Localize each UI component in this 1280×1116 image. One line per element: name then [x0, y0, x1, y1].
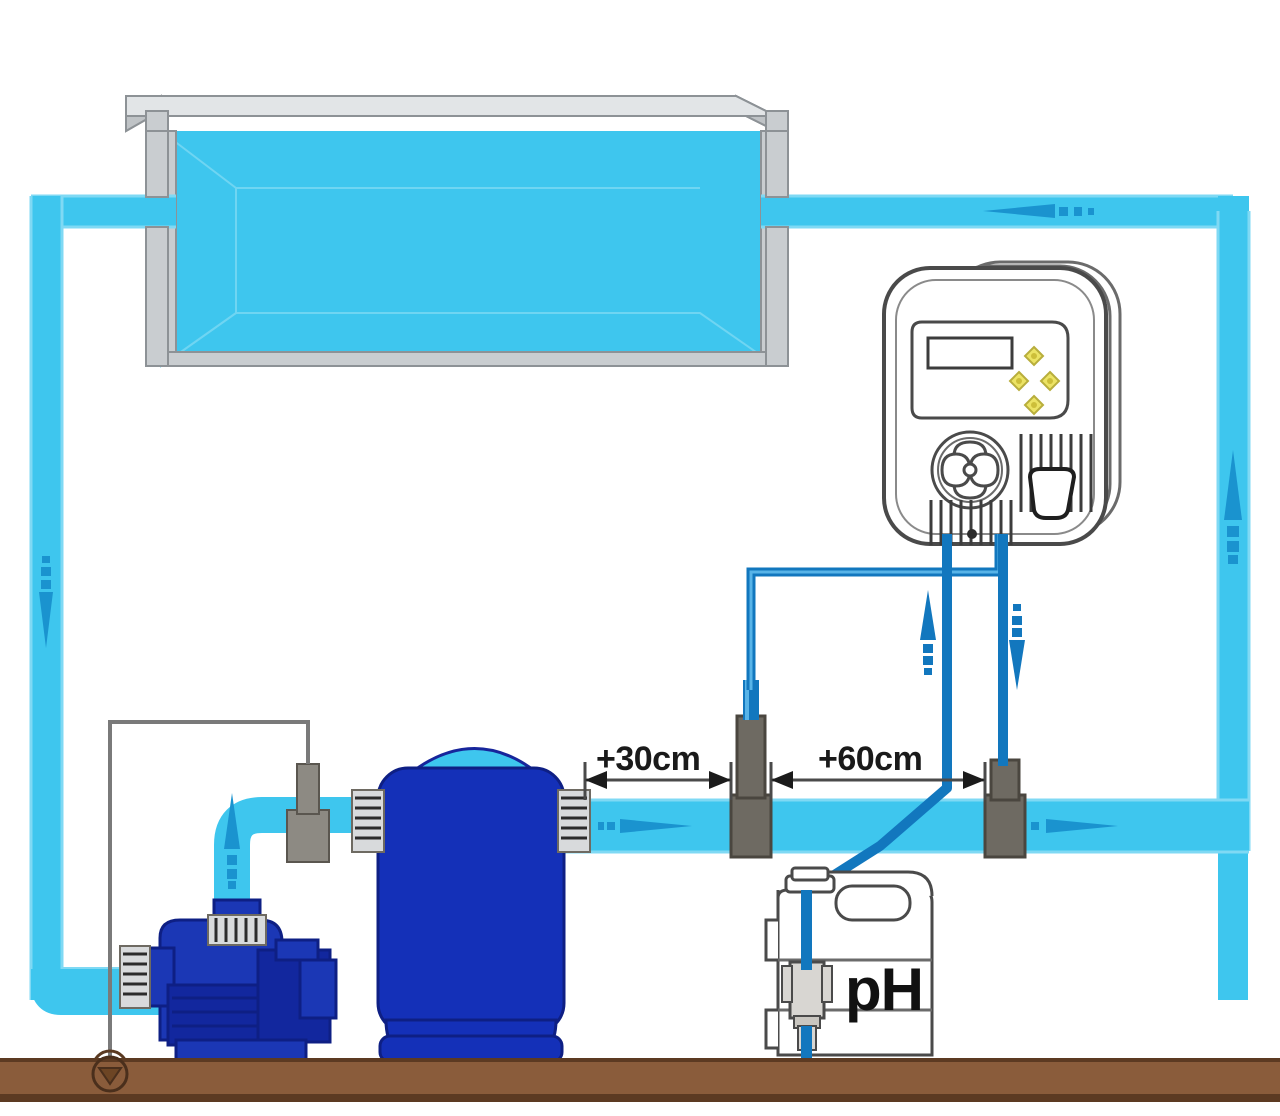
- dimension-30cm-label: +30cm: [596, 740, 701, 778]
- swimming-pool: [125, 94, 789, 368]
- hose-clamp-filter-inlet: [351, 789, 385, 853]
- ph-probe-holder: [729, 680, 773, 859]
- pool-wall-stubs: [145, 130, 789, 367]
- tubing: [746, 534, 1008, 898]
- flow-arrow-return-riser: [1224, 450, 1242, 564]
- filter-hose-clamps: [351, 789, 591, 853]
- dimension-60cm: [769, 762, 987, 800]
- pipe-right-vertical: [1216, 196, 1251, 851]
- sand-filter-tank: [376, 747, 566, 1064]
- flow-arrow-suction-riser: [224, 793, 240, 889]
- ph-canister-label: pH: [845, 956, 924, 1023]
- injection-valve: [983, 758, 1027, 859]
- flow-arrow-return-top: [983, 204, 1094, 218]
- tube-flow-arrows: [920, 590, 1025, 690]
- flow-arrow-probe-cable: [920, 590, 936, 675]
- pump-hose-clamps: [119, 914, 267, 1009]
- flow-arrows: [39, 204, 1242, 889]
- dimension-60cm-label: +60cm: [818, 740, 923, 778]
- hose-clamp-filter-outlet: [557, 789, 591, 853]
- dimension-30cm: [583, 762, 733, 800]
- flow-arrow-pressure-mid: [598, 819, 692, 833]
- peristaltic-rotor: [930, 430, 1010, 510]
- keypad-button-up[interactable]: [1023, 345, 1045, 367]
- flow-arrow-suction-left: [39, 556, 53, 648]
- keypad-buttons[interactable]: [1008, 345, 1061, 416]
- suction-lance-filter: [781, 890, 833, 1062]
- pump-tube-port: [1027, 467, 1077, 520]
- keypad-button-left[interactable]: [1008, 370, 1030, 392]
- hose-clamp-pump-outlet: [207, 914, 267, 946]
- status-led: [967, 529, 977, 539]
- keypad-button-right[interactable]: [1039, 370, 1061, 392]
- earth-bonding-fitting: [286, 763, 330, 863]
- earth-bonding-wire: [108, 720, 310, 1062]
- dimension-lines: [583, 762, 987, 800]
- ph-controller-unit[interactable]: [882, 260, 1122, 546]
- earth-ground-symbol-front: [91, 1055, 129, 1093]
- keypad-button-down[interactable]: [1023, 394, 1045, 416]
- ground-strip: [0, 1058, 1280, 1102]
- hose-clamp-pump-suction: [119, 945, 151, 1009]
- flow-arrow-dosing-tube: [1009, 604, 1025, 690]
- lcd-display: [926, 336, 1014, 370]
